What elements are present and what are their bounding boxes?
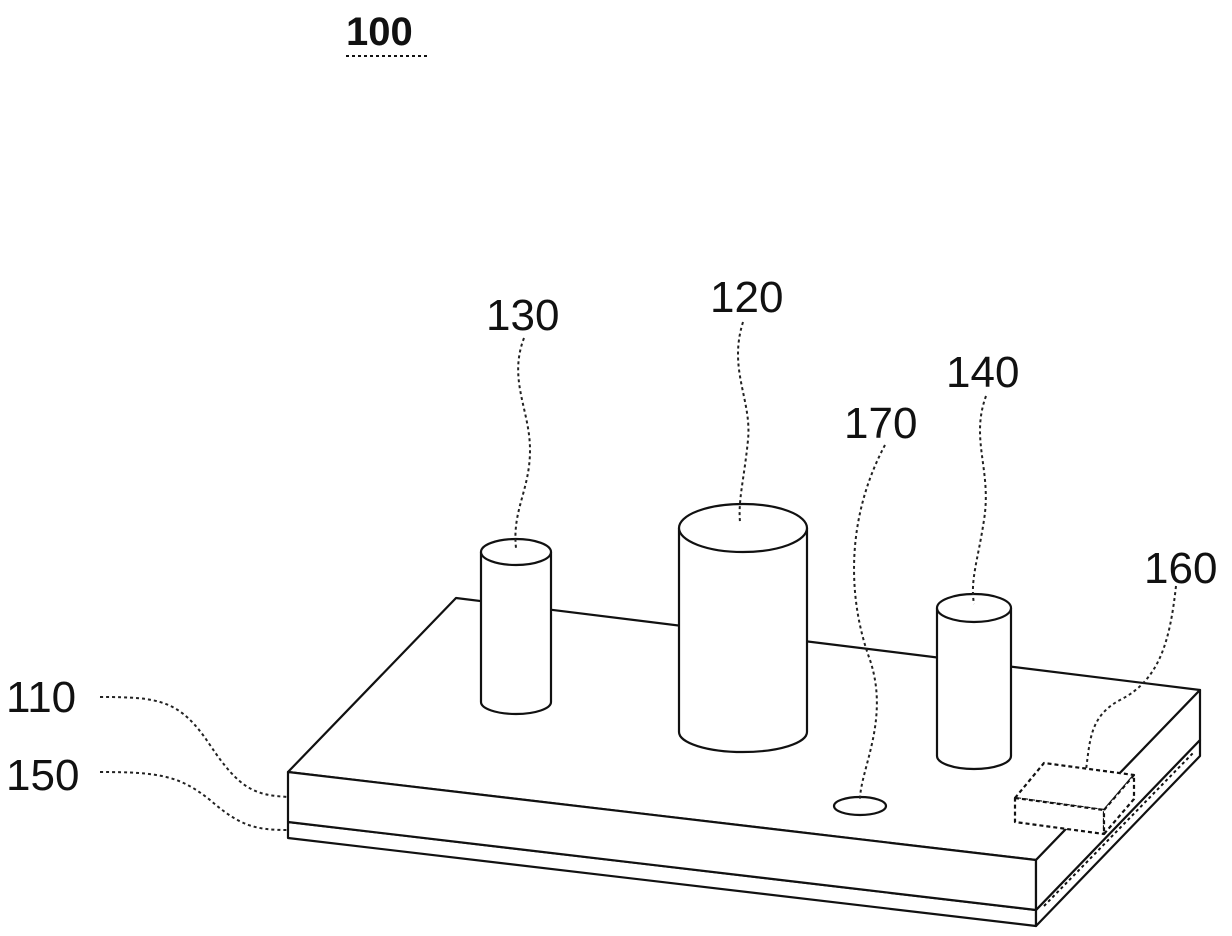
label-160: 160	[1144, 544, 1217, 593]
label-110: 110	[6, 673, 76, 722]
label-150: 150	[6, 751, 79, 800]
left-cylinder-130	[481, 539, 551, 714]
label-170: 170	[844, 399, 917, 448]
large-cylinder-120	[679, 504, 807, 752]
leader-120	[738, 322, 748, 522]
figure-ref-label: 100	[346, 10, 413, 54]
right-cylinder-140	[937, 594, 1011, 769]
right-cylinder-body	[937, 608, 1011, 769]
label-140: 140	[946, 348, 1019, 397]
figure-reference: 100	[346, 10, 430, 56]
large-cylinder-body	[679, 528, 807, 752]
leader-130	[515, 338, 530, 548]
left-cylinder-top	[481, 539, 551, 565]
leader-150	[100, 772, 288, 830]
large-cylinder-top	[679, 504, 807, 552]
leader-110	[100, 697, 288, 797]
label-130: 130	[486, 291, 559, 340]
small-hole-170	[834, 797, 886, 815]
leader-140	[973, 396, 986, 604]
label-120: 120	[710, 273, 783, 322]
left-cylinder-body	[481, 552, 551, 714]
